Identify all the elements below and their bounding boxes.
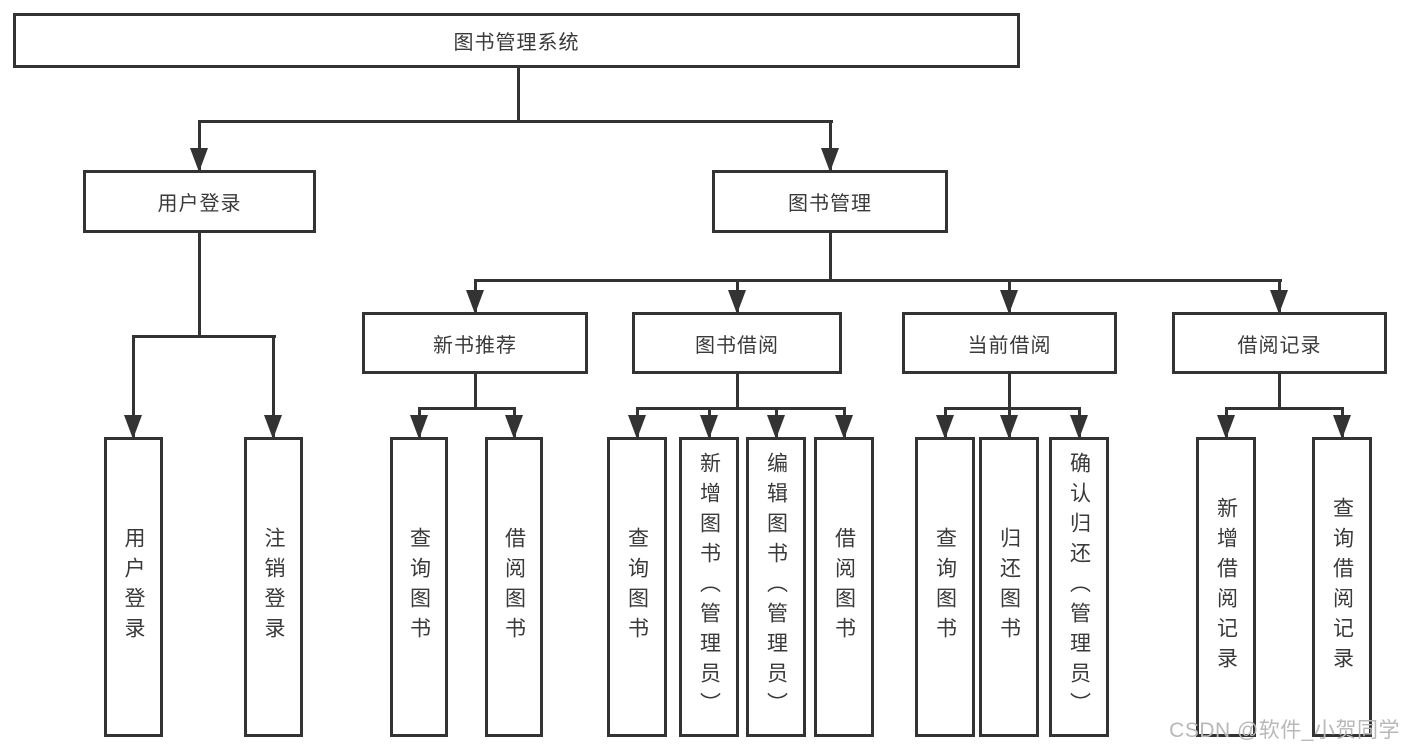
arrowhead-new-books [466,290,484,314]
connector-new-books-drop [474,372,477,409]
arrowhead-bb-add [700,415,718,439]
node-borrow-records-label: 借阅记录 [1237,334,1322,357]
leaf-records-add-label: 新增借阅记录 [1214,497,1238,677]
connector-book-borrow-drop [736,372,739,409]
leaf-borrow-add-label: 新增图书（管理员） [697,452,721,722]
arrowhead-leaf-logout [264,415,282,439]
node-book-borrow: 图书借阅 [632,312,842,374]
arrowhead-bb-query [628,415,646,439]
arrowhead-book-mgmt [821,148,839,172]
connector-drop-book-mgmt [829,120,832,172]
leaf-borrow-query-label: 查询图书 [625,527,649,647]
node-user-login-label: 用户登录 [157,193,242,215]
connector-drop-user-login [198,120,201,172]
connector-user-login-drop [198,231,201,337]
connector-drop-leaf-login [132,335,135,437]
connector-rail-level3 [474,279,1282,282]
arrowhead-cb-return [1000,415,1018,439]
leaf-borrow-query: 查询图书 [607,437,667,737]
leaf-current-query: 查询图书 [915,437,975,737]
connector-book-mgmt-drop [829,231,832,281]
node-user-login: 用户登录 [83,170,316,233]
connector-rail-new-books [418,407,516,410]
node-current-borrow: 当前借阅 [902,312,1117,374]
leaf-user-login: 用户登录 [104,437,163,737]
arrowhead-current-borrow [1000,290,1018,314]
connector-rail-level2 [198,120,833,123]
node-book-borrow-label: 图书借阅 [695,334,779,357]
arrowhead-user-login [190,148,208,172]
arrowhead-cb-confirm [1070,415,1088,439]
connector-rail-current-borrow [944,407,1081,410]
node-new-books-label: 新书推荐 [433,334,517,357]
leaf-borrow-add: 新增图书（管理员） [679,437,739,737]
node-book-mgmt: 图书管理 [712,170,948,233]
leaf-records-query: 查询借阅记录 [1312,437,1372,737]
arrowhead-br-add [1217,415,1235,439]
leaf-borrow-borrow: 借阅图书 [814,437,874,737]
leaf-current-return-label: 归还图书 [997,527,1021,647]
leaf-current-confirm-label: 确认归还（管理员） [1067,452,1091,722]
connector-rail-book-borrow [636,407,846,410]
connector-rail-borrow-records [1225,407,1344,410]
arrowhead-book-borrow [728,290,746,314]
arrowhead-borrow-records [1270,290,1288,314]
node-new-books: 新书推荐 [362,312,588,374]
leaf-borrow-edit-label: 编辑图书（管理员） [764,452,788,722]
leaf-borrow-edit: 编辑图书（管理员） [746,437,806,737]
arrowhead-leaf-login [124,415,142,439]
leaf-user-login-label: 用户登录 [122,527,145,647]
node-root: 图书管理系统 [13,13,1020,68]
connector-root-drop [517,66,520,122]
node-borrow-records: 借阅记录 [1172,312,1387,374]
leaf-current-confirm: 确认归还（管理员） [1049,437,1109,737]
connector-borrow-records-drop [1278,372,1281,409]
arrowhead-bb-borrow [835,415,853,439]
connector-current-borrow-drop [1008,372,1011,409]
node-root-label: 图书管理系统 [453,32,580,54]
arrowhead-cb-query [936,415,954,439]
leaf-current-return: 归还图书 [979,437,1039,737]
arrowhead-nb-borrow [505,415,523,439]
leaf-newbooks-query-label: 查询图书 [407,527,431,647]
arrowhead-nb-query [410,415,428,439]
node-book-mgmt-label: 图书管理 [788,193,872,215]
leaf-current-query-label: 查询图书 [933,527,957,647]
leaf-newbooks-borrow-label: 借阅图书 [502,527,526,647]
leaf-logout-label: 注销登录 [262,527,285,647]
leaf-records-add: 新增借阅记录 [1196,437,1256,737]
leaf-logout: 注销登录 [244,437,303,737]
csdn-watermark: CSDN @软件_小贺同学 [1169,719,1400,742]
leaf-borrow-borrow-label: 借阅图书 [832,527,856,647]
leaf-newbooks-borrow: 借阅图书 [485,437,543,737]
connector-rail-user-login [132,335,276,338]
leaf-records-query-label: 查询借阅记录 [1330,497,1354,677]
arrowhead-bb-edit [767,415,785,439]
node-current-borrow-label: 当前借阅 [967,334,1052,357]
connector-drop-leaf-logout [272,335,275,437]
arrowhead-br-query [1333,415,1351,439]
leaf-newbooks-query: 查询图书 [390,437,448,737]
